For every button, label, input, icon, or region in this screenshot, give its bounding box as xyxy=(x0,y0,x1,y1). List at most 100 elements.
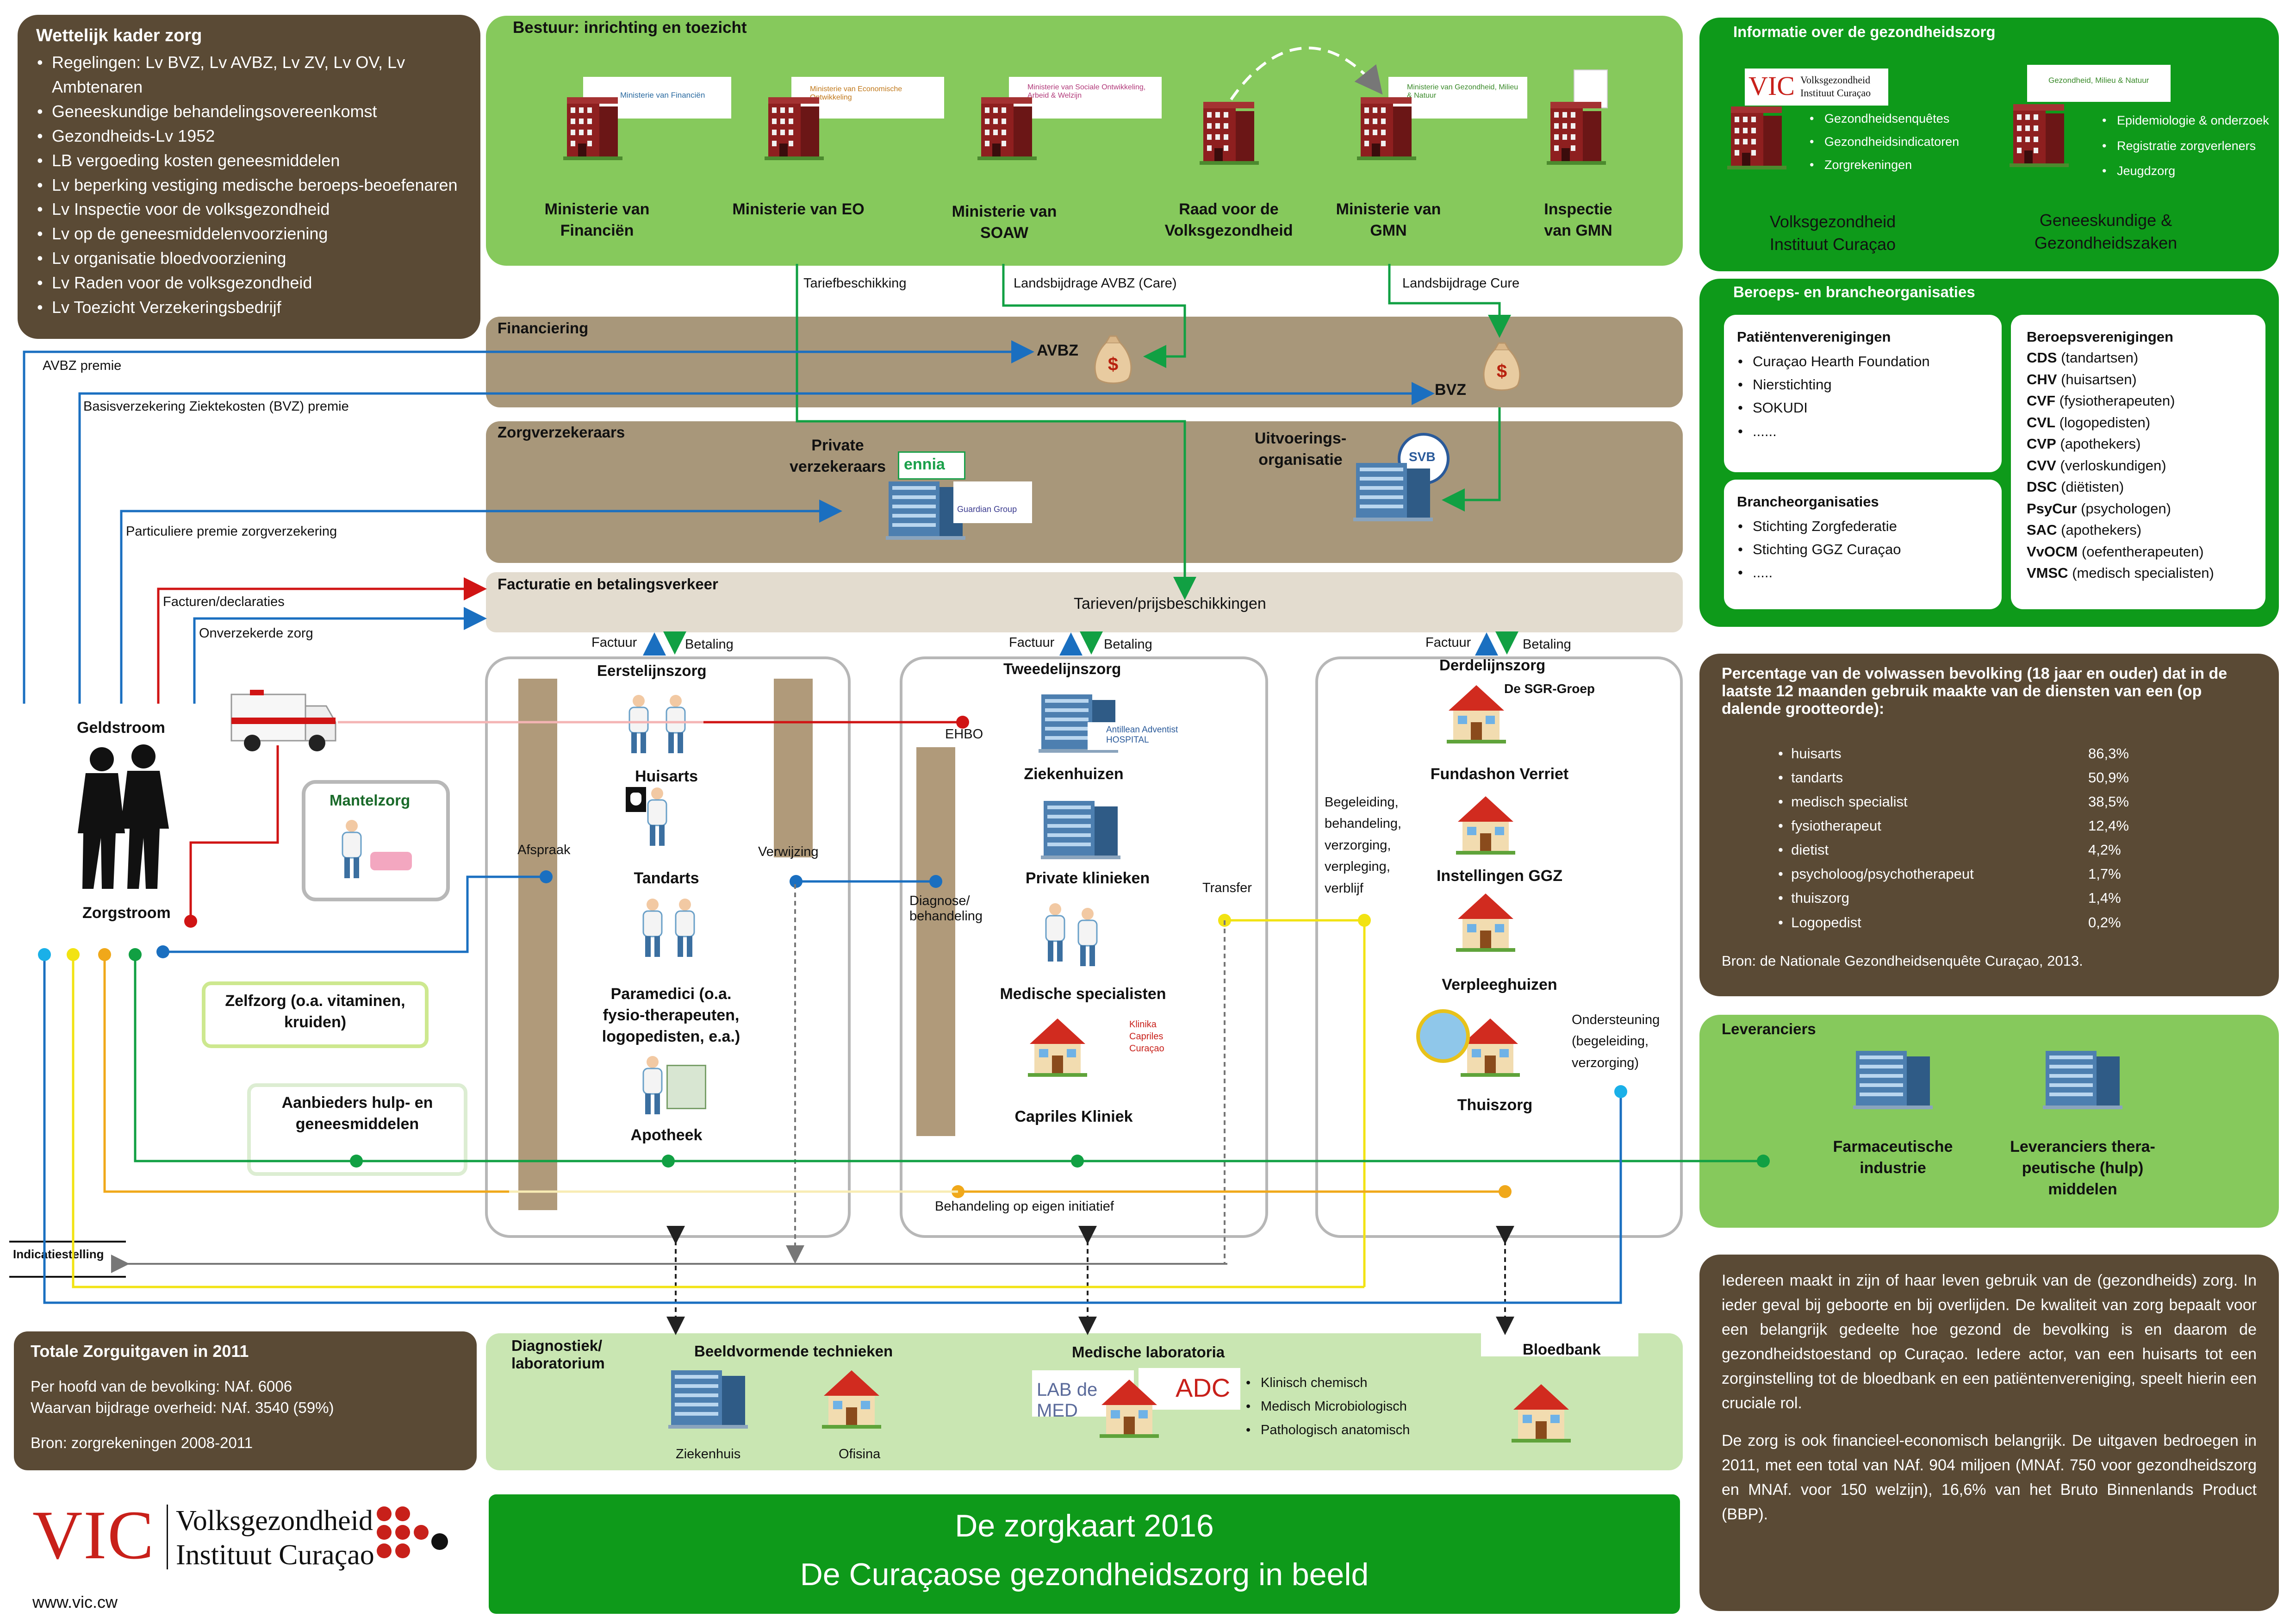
prof-org-item: VMSC (medisch specialisten) xyxy=(2027,565,2214,581)
patient-orgs-title: Patiëntenverenigingen xyxy=(1737,329,1891,345)
primary-tandarts: Tandarts xyxy=(634,869,699,887)
lab-type-list: Klinisch chemisch Medisch Microbiologisc… xyxy=(1245,1371,1410,1442)
legal-framework-title: Wettelijk kader zorg xyxy=(36,26,202,45)
governance-panel xyxy=(486,16,1683,266)
logo-soaw: Ministerie van Sociale Ontwikkeling, Arb… xyxy=(1009,77,1162,119)
couple-silhouette-icon xyxy=(69,744,176,893)
lab-type-item: Klinisch chemisch xyxy=(1245,1371,1410,1395)
imaging-hospital-label: Ziekenhuis xyxy=(676,1447,741,1462)
prof-org-item: CVF (fysiotherapeuten) xyxy=(2027,393,2175,409)
money-bag-icon xyxy=(1094,335,1132,384)
secondary-capriles: Capriles Kliniek xyxy=(1014,1108,1133,1125)
legal-item: Lv Raden voor de volksgezondheid xyxy=(36,271,462,295)
prof-org-item: PsyCur (psychologen) xyxy=(2027,500,2171,517)
patient-org-item: Curaçao Hearth Foundation xyxy=(1737,350,1989,373)
pharma-building-icon xyxy=(1853,1051,1933,1109)
home-care-house-icon xyxy=(1461,1018,1520,1077)
vic-logo: VIC Volksgezondheid Instituut Curaçao xyxy=(32,1495,449,1579)
legal-framework-list: Regelingen: Lv BVZ, Lv AVBZ, Lv ZV, Lv O… xyxy=(36,50,462,320)
suppliers-panel xyxy=(1699,1015,2279,1228)
usage-title: Percentage van de volwassen bevolking (1… xyxy=(1722,665,2228,718)
branch-org-item: Stichting GGZ Curaçao xyxy=(1737,538,1989,561)
legal-framework-panel: Wettelijk kader zorg Regelingen: Lv BVZ,… xyxy=(18,15,480,339)
legal-item: Lv Inspectie voor de volksgezondheid xyxy=(36,197,462,222)
inspection-building-icon xyxy=(1547,102,1606,165)
prof-orgs-list: CDS (tandartsen) CHV (huisartsen) CVF (f… xyxy=(2027,347,2250,584)
invoice-label: Factuur xyxy=(591,635,637,650)
billing-title: Facturatie en betalingsverkeer xyxy=(498,575,718,593)
guidance-label: Begeleiding, behandeling, verzorging, ve… xyxy=(1325,795,1402,896)
surgeon-icon xyxy=(1045,902,1065,962)
prof-org-item: CHV (huisartsen) xyxy=(2027,371,2137,387)
gmn-info-item: Epidemiologie & onderzoek xyxy=(2101,111,2277,130)
governance-title: Bestuur: inrichting en toezicht xyxy=(513,19,747,37)
patient-orgs-list: Curaçao Hearth Foundation Nierstichting … xyxy=(1737,350,1989,443)
expenses-panel: Totale Zorguitgaven in 2011 Per hoofd va… xyxy=(14,1331,477,1470)
uninsured-label: Onverzekerde zorg xyxy=(199,626,313,641)
vic-info-item: Gezondheidsenquêtes xyxy=(1809,107,1959,131)
informal-care-label: Mantelzorg xyxy=(330,792,411,809)
legal-item: Lv op de geneesmiddelenvoorziening xyxy=(36,222,462,246)
usage-source: Bron: de Nationale Gezondheidsenquête Cu… xyxy=(1722,953,2083,969)
diagnostics-title: Diagnostiek/ laboratorium xyxy=(511,1337,605,1372)
prof-org-item: SAC (apothekers) xyxy=(2027,522,2142,538)
caregiver-icon xyxy=(342,819,362,879)
dentist-icon xyxy=(647,787,667,847)
diagnosis-label: Diagnose/ behandeling xyxy=(909,893,983,924)
vic-info-item: Zorgrekeningen xyxy=(1809,154,1959,177)
insurers-band xyxy=(486,421,1683,563)
vic-info-name: Volksgezondheid Instituut Curaçao xyxy=(1769,212,1896,254)
legal-item: Lv Toezicht Verzekeringsbedrijf xyxy=(36,295,462,320)
vic-building-icon xyxy=(1727,106,1786,169)
ambulance-icon xyxy=(227,685,338,755)
suppliers-title: Leveranciers xyxy=(1722,1020,1816,1037)
tertiary-verpleeghuizen: Verpleeghuizen xyxy=(1442,976,1557,993)
ambulance-line xyxy=(189,745,279,921)
vic-logo-divider xyxy=(167,1505,168,1569)
vic-small-logo: VIC Volksgezondheid Instituut Curaçao xyxy=(1745,69,1888,106)
sgr-logo: De SGR-Groep xyxy=(1504,681,1595,696)
clinic-building-icon xyxy=(1041,801,1120,859)
info-title: Informatie over de gezondheidszorg xyxy=(1733,23,1996,40)
gmn-small-logo: Gezondheid, Milieu & Natuur xyxy=(2027,65,2171,102)
prof-org-item: VvOCM (oefentherapeuten) xyxy=(2027,543,2204,560)
adc-logo: ADC xyxy=(1139,1368,1240,1410)
execution-org-label: Uitvoerings-organisatie xyxy=(1254,430,1347,468)
physiotherapist-icon xyxy=(642,898,663,958)
vic-url: www.vic.cw xyxy=(32,1593,118,1612)
secondary-private-klinieken: Private klinieken xyxy=(1025,869,1150,887)
tariff-decision-label: Tariefbeschikking xyxy=(803,276,907,291)
money-bag-icon xyxy=(1483,342,1521,391)
patient-icon xyxy=(666,694,686,754)
legal-item: Lv beperking vestiging medische beroeps-… xyxy=(36,173,462,198)
labs-title: Medische laboratoria xyxy=(1072,1343,1225,1361)
expenses-government: Waarvan bijdrage overheid: NAf. 3540 (59… xyxy=(31,1399,334,1417)
gov-body-raad: Raad voor de Volksgezondheid xyxy=(1164,200,1293,239)
avbz-label: AVBZ xyxy=(1037,342,1079,359)
secondary-care-title: Tweedelijnszorg xyxy=(1003,660,1121,677)
supplier-therapeutic: Leveranciers thera-peutische (hulp) midd… xyxy=(2010,1138,2155,1198)
secondary-ziekenhuizen: Ziekenhuizen xyxy=(1024,765,1124,783)
prof-orgs-box: Beroepsverenigingen CDS (tandartsen) CHV… xyxy=(2011,315,2265,609)
private-premium-label: Particuliere premie zorgverzekering xyxy=(126,524,337,539)
legal-item: Gezondheids-Lv 1952 xyxy=(36,124,462,149)
execution-building-icon xyxy=(1353,463,1433,521)
bloodbank-house-icon xyxy=(1512,1384,1571,1443)
primary-care-title: Eerstelijnszorg xyxy=(597,662,707,679)
ofisina-house-icon xyxy=(822,1370,881,1429)
gov-body-inspectie: Inspectie van GMN xyxy=(1544,200,1612,239)
gmn-info-item: Registratie zorgverleners xyxy=(2101,137,2277,156)
avbz-contribution-label: Landsbijdrage AVBZ (Care) xyxy=(1014,276,1177,291)
capriles-logo: Klinika Capriles Curaçao xyxy=(1129,1019,1164,1054)
primary-pillar-right xyxy=(774,679,813,857)
primary-paramedici: Paramedici (o.a. fysio-therapeuten, logo… xyxy=(602,985,740,1045)
patient-orgs-box: Patiëntenverenigingen Curaçao Hearth Fou… xyxy=(1724,315,2002,472)
gmn-building-icon xyxy=(2010,104,2069,167)
